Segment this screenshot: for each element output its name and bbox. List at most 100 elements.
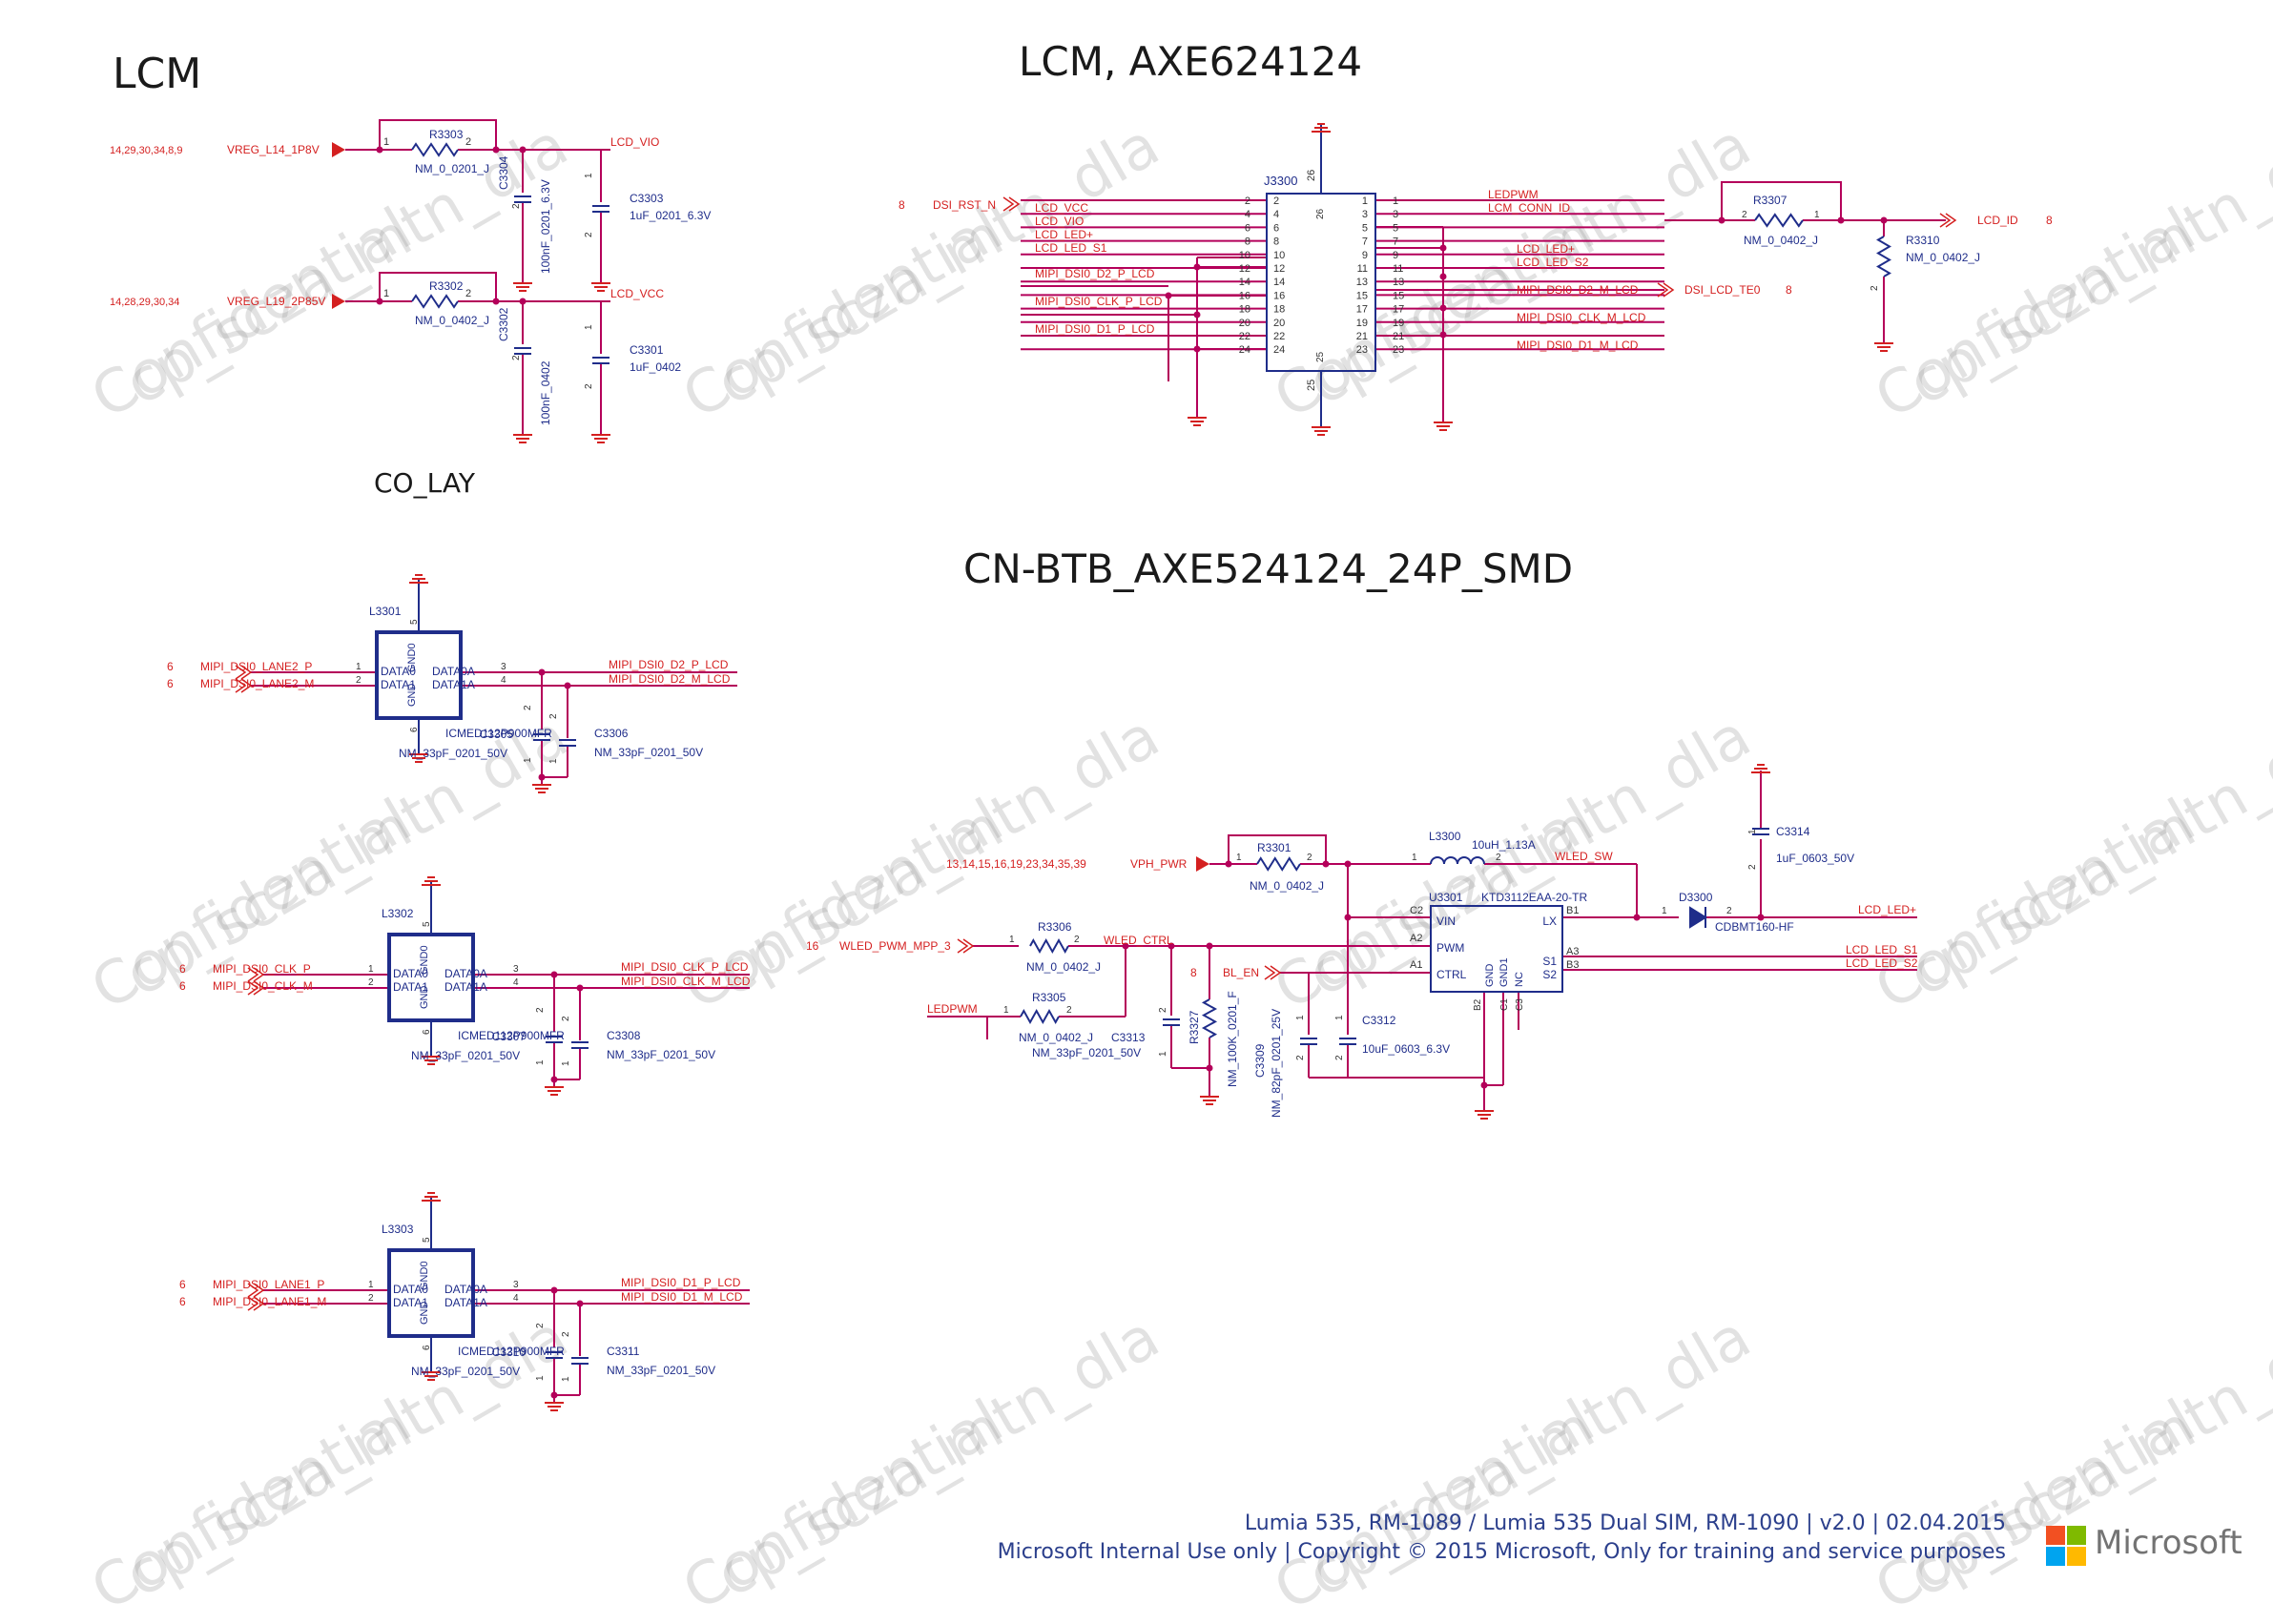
page-ref: 8 [1786, 283, 1792, 297]
part-value: NM_33pF_0201_50V [607, 1364, 715, 1377]
part-value: NM_0_0402_J [1744, 234, 1818, 247]
part-ref: R3301 [1257, 841, 1291, 854]
net-label: LCD_VIO [610, 135, 659, 149]
schematic-label: 7 [1362, 236, 1368, 248]
power-net-label: VPH_PWR [1130, 857, 1188, 871]
net-label: MIPI_DSI0_D2_M_LCD [609, 672, 731, 686]
inductor-symbol [1471, 857, 1484, 864]
junction-dot [1226, 861, 1232, 868]
resistor-symbol [1878, 236, 1890, 277]
page-ref: 8 [899, 198, 905, 212]
part-ref: L3300 [1429, 830, 1461, 843]
schematic-label: B1 [1566, 905, 1579, 916]
schematic-label: 9 [1362, 250, 1368, 261]
junction-dot [377, 147, 383, 154]
part-ref: C3306 [594, 727, 629, 740]
schematic-label: 11 [1393, 263, 1403, 275]
net-label: MIPI_DSI0_CLK_P_LCD [621, 960, 749, 974]
schematic-label: 14 [1273, 277, 1285, 288]
schematic-label: 15 [1356, 290, 1368, 301]
net-label: MIPI_DSI0_D2_P_LCD [609, 658, 729, 671]
part-value: CDBMT160-HF [1715, 920, 1794, 934]
schematic-label: 19 [1356, 318, 1368, 329]
net-label: LCD_LED+ [1858, 903, 1916, 916]
schematic-label: DATA1A [444, 980, 487, 994]
schematic-label: C1 [1499, 998, 1510, 1011]
schematic-label: 10 [1273, 250, 1285, 261]
schematic-label: 1 [523, 757, 533, 763]
junction-dot [1323, 861, 1330, 868]
part-value: 100nF_0402 [539, 360, 552, 425]
schematic-label: 2 [511, 203, 522, 209]
resistor-symbol [412, 144, 458, 155]
schematic-label: 1 [1412, 853, 1417, 863]
port-label: MIPI_DSI0_LANE2_P [200, 660, 312, 673]
part-value: NM_33pF_0201_50V [411, 1365, 520, 1378]
schematic-label: 21 [1356, 331, 1368, 342]
schematic-label: 1 [584, 324, 594, 330]
schematic-label: C2 [1410, 905, 1423, 916]
schematic-label: 1 [535, 1375, 546, 1381]
schematic-label: 2 [511, 355, 522, 360]
part-value: NM_0_0402_J [1019, 1031, 1093, 1044]
junction-dot [1166, 293, 1172, 299]
power-flag-icon [332, 142, 345, 157]
junction-dot [493, 298, 500, 305]
net-label: LCD_LED+ [1035, 228, 1093, 241]
part-ref: C3308 [607, 1029, 641, 1042]
schematic-label: 12 [1273, 263, 1285, 275]
part-ref: U3301 [1429, 891, 1463, 904]
schematic-label: 2 [1245, 195, 1250, 207]
schematic-label: DATA0A [432, 665, 475, 678]
power-net-label: VREG_L19_2P85V [227, 295, 325, 308]
schematic-label: 2 [356, 675, 362, 686]
schematic-label: GND0 [419, 1261, 430, 1290]
part-ref: R3302 [429, 279, 464, 293]
net-label: WLED_CTRL [1104, 934, 1173, 947]
part-value: KTD3112EAA-20-TR [1481, 891, 1587, 904]
page-ref: 13,14,15,16,19,23,34,35,39 [946, 857, 1086, 871]
part-value: NM_100K_0201_F [1226, 991, 1239, 1087]
schematic-label: 2 [465, 136, 471, 148]
schematic-label: 2 [1074, 935, 1080, 945]
schematic-label: B3 [1566, 959, 1579, 971]
part-value: NM_33pF_0201_50V [1032, 1046, 1141, 1059]
junction-dot [1194, 264, 1201, 271]
schematic-label: 26 [1315, 208, 1326, 219]
schematic-label: 5 [1393, 222, 1398, 234]
part-value: 100nF_0201_6.3V [539, 179, 552, 274]
net-label: LCD_VCC [610, 287, 664, 300]
schematic-label: 2 [584, 383, 594, 389]
schematic-label: 16 [1273, 290, 1285, 301]
schematic-label: 1 [1362, 195, 1368, 207]
schematic-label: 2 [368, 977, 374, 988]
schematic-label: 1 [1295, 1015, 1306, 1020]
net-label: MIPI_DSI0_D1_M_LCD [1517, 339, 1639, 352]
microsoft-brand-text: Microsoft [2095, 1524, 2242, 1562]
diode-symbol [1690, 908, 1705, 927]
schematic-label: 2 [548, 713, 559, 719]
schematic-label: 2 [1742, 210, 1747, 220]
power-flag-icon [1196, 856, 1209, 872]
resistor-symbol [1021, 1011, 1059, 1022]
part-ref: C3314 [1776, 825, 1810, 838]
schematic-label: 8 [1273, 236, 1279, 248]
schematic-label: 15 [1393, 290, 1404, 301]
schematic-label: 7 [1393, 236, 1398, 248]
part-value: NM_33pF_0201_50V [607, 1048, 715, 1061]
schematic-label: 4 [1273, 209, 1279, 220]
part-ref: C3310 [492, 1346, 527, 1359]
schematic-label: 2 [1295, 1055, 1306, 1060]
schematic-label: LX [1542, 915, 1557, 928]
schematic-label: 1 [1747, 829, 1758, 834]
schematic-label: GND0 [419, 945, 430, 975]
schematic-label: 9 [1393, 250, 1398, 261]
page-ref: 8 [2046, 214, 2053, 227]
microsoft-logo-icon [2046, 1526, 2086, 1566]
part-ref: C3301 [630, 343, 664, 357]
schematic-label: 4 [513, 977, 519, 988]
schematic-label: GND0 [406, 643, 418, 672]
page-ref: 14,29,30,34,8,9 [110, 145, 182, 156]
part-value: NM_0_0402_J [415, 314, 489, 327]
schematic-label: 1 [368, 1280, 374, 1290]
